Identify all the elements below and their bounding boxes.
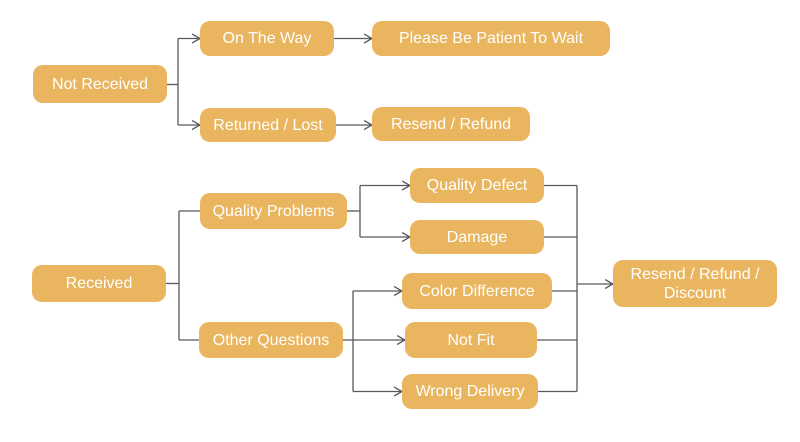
node-color-difference: Color Difference [402, 273, 552, 309]
node-please-be-patient: Please Be Patient To Wait [372, 21, 610, 56]
node-quality-problems: Quality Problems [200, 193, 347, 229]
node-not-fit: Not Fit [405, 322, 537, 358]
node-received: Received [32, 265, 166, 302]
node-quality-defect: Quality Defect [410, 168, 544, 203]
node-returned-lost: Returned / Lost [200, 108, 336, 142]
node-other-questions: Other Questions [199, 322, 343, 358]
edges-group [166, 39, 613, 392]
node-wrong-delivery: Wrong Delivery [402, 374, 538, 409]
node-on-the-way: On The Way [200, 21, 334, 56]
node-not-received: Not Received [33, 65, 167, 103]
node-resend-refund-discount: Resend / Refund / Discount [613, 260, 777, 307]
node-resend-refund: Resend / Refund [372, 107, 530, 141]
node-damage: Damage [410, 220, 544, 254]
